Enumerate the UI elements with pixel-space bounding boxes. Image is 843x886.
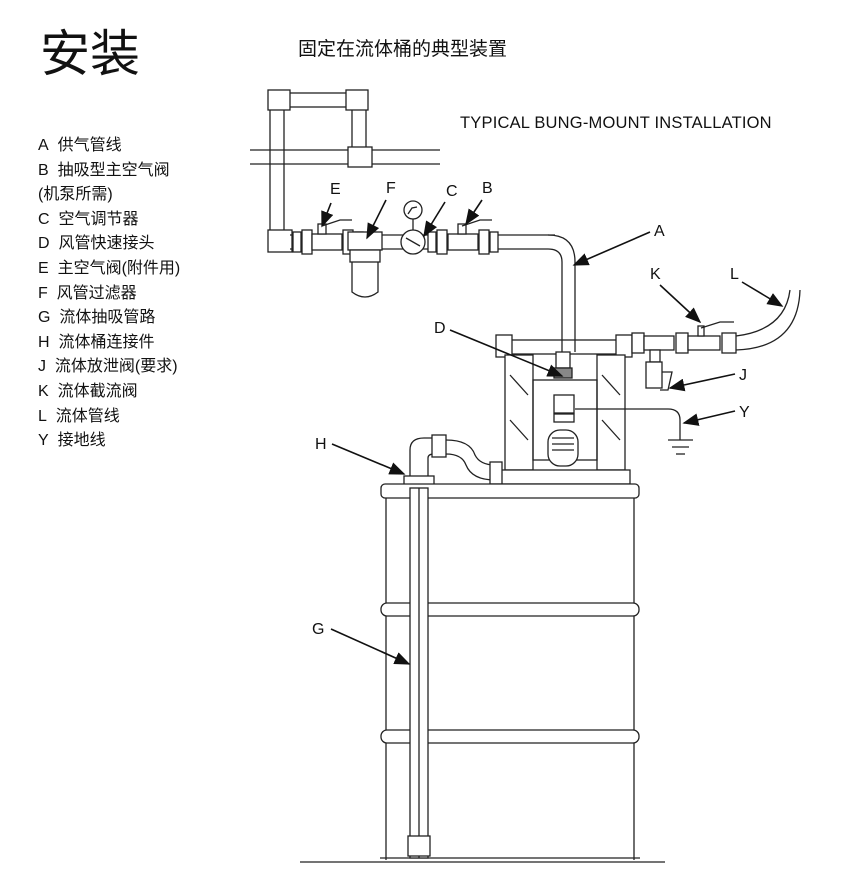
page-subtitle: 固定在流体桶的典型装置 <box>298 38 508 60</box>
fluid-drum <box>300 483 665 863</box>
legend-item-y: Y 接地线 <box>38 432 106 450</box>
english-title: TYPICAL BUNG-MOUNT INSTALLATION <box>460 114 772 132</box>
callout-a: A <box>654 223 665 240</box>
callout-e: E <box>330 181 341 198</box>
air-supply-piping <box>250 89 440 253</box>
diaphragm-pump <box>495 334 633 485</box>
legend-item-d: D 风管快速接头 <box>38 235 155 253</box>
legend-item-l: L 流体管线 <box>38 407 120 425</box>
callout-arrows <box>321 199 784 665</box>
callout-y: Y <box>739 404 750 421</box>
fluid-outlet <box>575 289 801 455</box>
callout-d: D <box>434 320 446 337</box>
callout-h: H <box>315 436 327 453</box>
callout-g: G <box>312 621 324 638</box>
legend-item-g: G 流体抽吸管路 <box>38 309 156 327</box>
callout-c: C <box>446 183 458 200</box>
bung-connection <box>403 434 503 489</box>
legend-item-b: B 抽吸型主空气阀 <box>38 161 170 179</box>
callout-l: L <box>730 266 739 283</box>
callout-j: J <box>739 367 747 384</box>
legend-item-k: K 流体截流阀 <box>38 382 138 400</box>
callout-b: B <box>482 180 493 197</box>
legend-item-e: E 主空气阀(附件用) <box>38 259 181 277</box>
legend-item-f: F 风管过滤器 <box>38 284 137 302</box>
callout-f: F <box>386 180 396 197</box>
callout-k: K <box>650 266 661 283</box>
legend-item-b-note: (机泵所需) <box>38 186 113 204</box>
legend: A 供气管线 B 抽吸型主空气阀 (机泵所需) C 空气调节器 D 风管快速接头… <box>38 134 180 454</box>
legend-item-j: J 流体放泄阀(要求) <box>38 358 178 376</box>
page-title: 安装 <box>40 25 140 83</box>
legend-item-a: A 供气管线 <box>38 137 122 154</box>
legend-item-h: H 流体桶连接件 <box>38 333 155 351</box>
legend-item-c: C 空气调节器 <box>38 210 139 228</box>
